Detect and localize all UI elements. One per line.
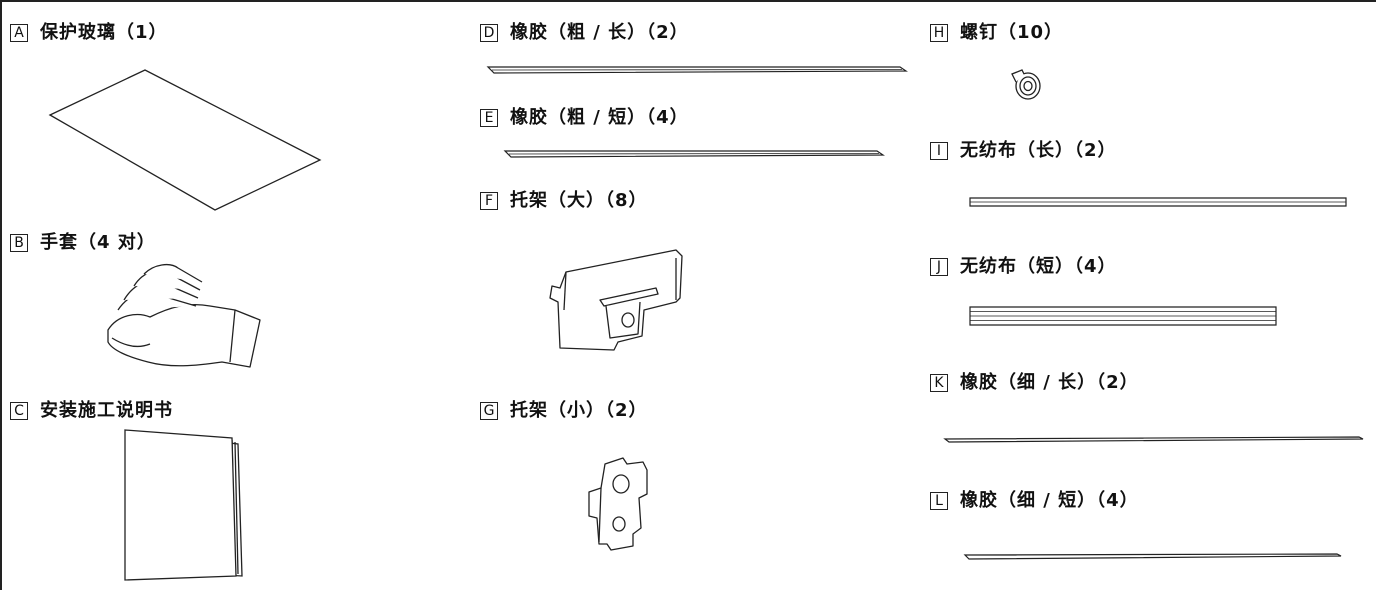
part-i-label: 无纺布（长）（2） (960, 140, 1117, 161)
part-f-title: F 托架（大）（8） (480, 190, 648, 212)
part-a-letter: A (10, 24, 28, 42)
part-a-label: 保护玻璃（1） (40, 22, 168, 43)
part-a-title: A 保护玻璃（1） (10, 22, 168, 44)
part-i-title: I 无纺布（长）（2） (930, 140, 1117, 162)
part-k-title: K 橡胶（细 / 长）（2） (930, 372, 1139, 394)
part-c-letter: C (10, 402, 28, 420)
part-e-label: 橡胶（粗 / 短）（4） (510, 107, 689, 128)
part-h-title: H 螺钉（10） (930, 22, 1063, 44)
screw-illustration (1008, 68, 1044, 102)
part-i-letter: I (930, 142, 948, 160)
bracket-small-illustration (587, 458, 657, 553)
part-j-label: 无纺布（短）（4） (960, 256, 1117, 277)
part-e-letter: E (480, 109, 498, 127)
part-e-title: E 橡胶（粗 / 短）（4） (480, 107, 689, 129)
part-h-letter: H (930, 24, 948, 42)
part-c-label: 安装施工说明书 (40, 400, 173, 421)
part-f-letter: F (480, 192, 498, 210)
part-c-title: C 安装施工说明书 (10, 400, 173, 422)
part-d-label: 橡胶（粗 / 长）（2） (510, 22, 689, 43)
non-woven-long-illustration (970, 196, 1348, 208)
rubber-thin-short-illustration (965, 552, 1343, 562)
part-k-letter: K (930, 374, 948, 392)
part-k-label: 橡胶（细 / 长）（2） (960, 372, 1139, 393)
rubber-thick-long-illustration (488, 64, 908, 76)
rubber-thick-short-illustration (505, 148, 885, 160)
manual-booklet-illustration (120, 430, 250, 585)
part-b-label: 手套（4 对） (40, 232, 156, 253)
part-j-letter: J (930, 258, 948, 276)
part-b-letter: B (10, 234, 28, 252)
part-d-title: D 橡胶（粗 / 长）（2） (480, 22, 689, 44)
part-f-label: 托架（大）（8） (510, 190, 648, 211)
part-h-label: 螺钉（10） (960, 22, 1064, 43)
part-g-label: 托架（小）（2） (510, 400, 648, 421)
part-l-label: 橡胶（细 / 短）（4） (960, 490, 1139, 511)
part-d-letter: D (480, 24, 498, 42)
part-l-letter: L (930, 492, 948, 510)
non-woven-short-illustration (970, 306, 1278, 326)
rubber-thin-long-illustration (945, 435, 1365, 445)
part-j-title: J 无纺布（短）（4） (930, 256, 1117, 278)
protective-glass-illustration (50, 70, 330, 220)
part-g-title: G 托架（小）（2） (480, 400, 648, 422)
part-b-title: B 手套（4 对） (10, 232, 156, 254)
part-g-letter: G (480, 402, 498, 420)
part-l-title: L 橡胶（细 / 短）（4） (930, 490, 1139, 512)
bracket-large-illustration (548, 250, 693, 355)
glove-illustration (100, 262, 270, 382)
